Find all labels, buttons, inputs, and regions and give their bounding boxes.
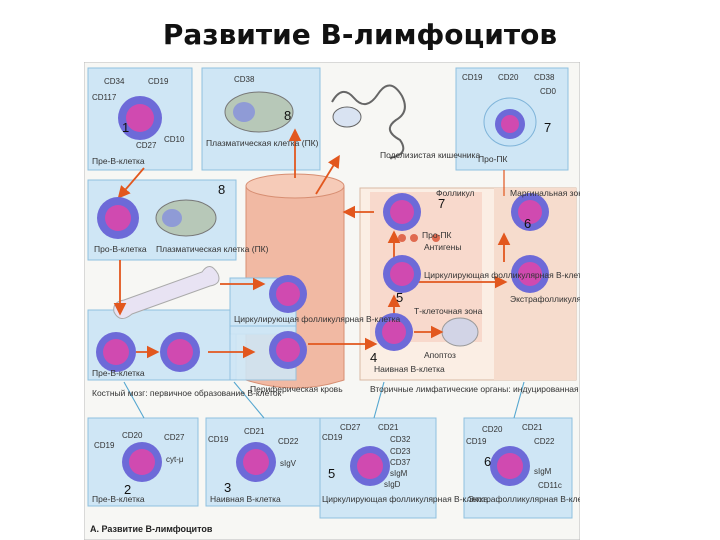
label-circ-follicular-bottom: Циркулирующая фолликулярная В-клетка <box>322 494 489 504</box>
step-number-8-mid: 8 <box>218 182 225 197</box>
label-plasma-top: Плазматическая клетка (ПК) <box>206 138 319 148</box>
label-pre-b-bottom: Пре-В-клетка <box>92 494 145 504</box>
marker-cd10: CD10 <box>164 135 185 144</box>
marker-cd20-3: CD20 <box>482 425 503 434</box>
label-apoptosis: Апоптоз <box>424 350 456 360</box>
intestine-cell <box>333 107 361 127</box>
b-cell-development-diagram: 1 8 7 8 7 6 5 4 2 3 5 6 CD34 CD19 CD117 … <box>84 62 580 540</box>
marker-cd27-1: CD27 <box>136 141 157 150</box>
step-number-7-top: 7 <box>544 120 551 135</box>
marker-cyt-mu: cyt-μ <box>166 455 184 464</box>
marker-cd38-1: CD38 <box>234 75 255 84</box>
marker-cd19-5: CD19 <box>322 433 343 442</box>
plasma-cell-top-nucleus <box>233 102 255 122</box>
label-t-zone: Т-клеточная зона <box>414 306 483 316</box>
marker-cd27-3: CD27 <box>340 423 361 432</box>
marker-cd19-6: CD19 <box>466 437 487 446</box>
step-number-7-mid: 7 <box>438 196 445 211</box>
marker-sigm-1: sIgM <box>390 469 408 478</box>
marker-cd21-3: CD21 <box>522 423 543 432</box>
marker-cd20-1: CD20 <box>498 73 519 82</box>
cell-pro-pk-mid <box>383 193 421 231</box>
step-number-6-bottom: 6 <box>484 454 491 469</box>
cell-circ-follicular-right <box>383 255 421 293</box>
step-number-1: 1 <box>122 120 129 135</box>
marker-cd11c: CD11c <box>538 481 562 490</box>
marker-cd27-2: CD27 <box>164 433 185 442</box>
cell-pre-b-mid-1 <box>96 332 136 372</box>
marker-cd23: CD23 <box>390 447 411 456</box>
label-pro-pk-mid: Про-ПК <box>422 230 452 240</box>
marker-cd21-1: CD21 <box>244 427 265 436</box>
marker-cd22-2: CD22 <box>534 437 555 446</box>
label-extrafollicular-mid: Экстрафолликулярная В-клетка <box>510 294 580 304</box>
marker-sigv: sIgV <box>280 459 297 468</box>
label-naive-b-bottom: Наивная В-клетка <box>210 494 281 504</box>
label-marginal: Маргинальная зона <box>510 188 580 198</box>
marker-sigm-2: sIgM <box>534 467 552 476</box>
marker-cd34: CD34 <box>104 77 125 86</box>
cell-pro-b <box>97 197 139 239</box>
marker-cd20-2: CD20 <box>122 431 143 440</box>
label-circ-follicular-right: Циркулирующая фолликулярная В-клетка <box>424 270 580 280</box>
antigen-dot-1 <box>398 234 406 242</box>
marker-cd37: CD37 <box>390 458 411 467</box>
marker-cd22-1: CD22 <box>278 437 299 446</box>
label-plasma-mid: Плазматическая клетка (ПК) <box>156 244 269 254</box>
apoptotic-cell <box>442 318 478 346</box>
marker-sigd: sIgD <box>384 480 401 489</box>
cell-pro-pk-top <box>484 98 536 146</box>
marker-cd32: CD32 <box>390 435 411 444</box>
label-follicle: Фолликул <box>436 188 475 198</box>
marker-cd19-2: CD19 <box>462 73 483 82</box>
marker-cd19-1: CD19 <box>148 77 169 86</box>
plasma-cell-mid-nucleus <box>162 209 182 227</box>
caption: А. Развитие В-лимфоцитов <box>90 524 213 534</box>
step-number-5-bottom: 5 <box>328 466 335 481</box>
step-number-4: 4 <box>370 350 377 365</box>
cell-naive-bottom <box>236 442 276 482</box>
cell-blood-1 <box>269 275 307 313</box>
cell-extra-bottom <box>490 446 530 486</box>
label-pro-pk-top: Про-ПК <box>478 154 508 164</box>
step-number-6-mid: 6 <box>524 216 531 231</box>
label-intestine: Подслизистая кишечника <box>380 150 480 160</box>
label-pro-b: Про-В-клетка <box>94 244 147 254</box>
marker-cd19-3: CD19 <box>94 441 115 450</box>
label-antigens: Антигены <box>424 242 461 252</box>
marker-cd117: CD117 <box>92 93 117 102</box>
label-pre-b-top: Пре-В-клетка <box>92 156 145 166</box>
cell-blood-2 <box>269 331 307 369</box>
cell-pre-b-bottom <box>122 442 162 482</box>
marker-cd0: CD0 <box>540 87 557 96</box>
label-circ-follicular-mid: Циркулирующая фолликулярная В-клетка <box>234 314 401 324</box>
marker-cd19-4: CD19 <box>208 435 229 444</box>
label-peripheral-blood: Периферическая кровь <box>250 384 343 394</box>
step-number-3: 3 <box>224 480 231 495</box>
page-title: Развитие В-лимфоцитов <box>0 18 720 51</box>
label-pre-b-mid: Пре-В-клетка <box>92 368 145 378</box>
cell-pre-b-mid-2 <box>160 332 200 372</box>
step-number-5-mid: 5 <box>396 290 403 305</box>
label-naive-b-mid: Наивная В-клетка <box>374 364 445 374</box>
marker-cd21-2: CD21 <box>378 423 399 432</box>
marker-cd38-2: CD38 <box>534 73 555 82</box>
label-secondary-organs: Вторичные лимфатические органы: индуциро… <box>370 384 580 394</box>
label-extrafollicular-bottom: Экстрафолликулярная В-клетка <box>468 494 580 504</box>
step-number-8-top: 8 <box>284 108 291 123</box>
antigen-dot-2 <box>410 234 418 242</box>
